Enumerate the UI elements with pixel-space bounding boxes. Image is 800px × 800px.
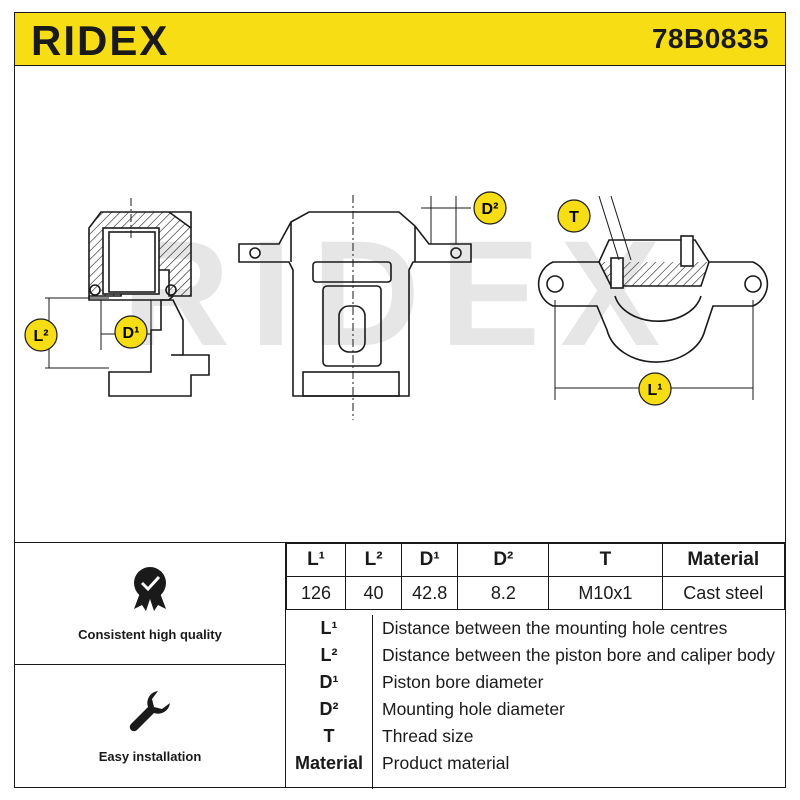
legend-key: T [323,726,335,746]
svg-text:L²: L² [33,328,48,345]
legend-desc: Mounting hole diameter [382,699,565,719]
feature-label: Easy installation [98,749,202,764]
callout-l1: L¹ [638,372,672,406]
col-d1: D¹ [401,543,459,577]
callout-t: T [557,199,591,233]
col-l2: L² [345,543,403,577]
col-d2: D² [457,543,550,577]
callout-d2: D² [473,191,507,225]
legend-key: D² [319,699,339,719]
legend-key: L² [320,645,338,665]
feature-quality: Consistent high quality [15,543,286,665]
front-view [238,195,472,420]
legend-row: L² Distance between the piston bore and … [286,642,786,668]
value-l2: 40 [345,576,403,610]
technical-drawing: RIDEX L² D¹ [14,66,786,542]
legend-desc: Distance between the mounting hole centr… [382,618,728,638]
medal-check-icon [130,565,170,616]
svg-text:D¹: D¹ [123,325,140,342]
legend-row: Material Product material [286,750,786,776]
legend-divider [372,615,373,789]
specs-table: L¹ L² D¹ D² T Material 126 40 42.8 8.2 M… [285,543,786,610]
value-l1: 126 [285,576,347,610]
info-panel: Consistent high quality Easy installatio… [14,542,786,789]
specs-value-row: 126 40 42.8 8.2 M10x1 Cast steel [285,576,786,610]
svg-text:L¹: L¹ [647,382,662,399]
side-view [537,195,769,400]
section-view [45,198,210,397]
col-l1: L¹ [285,543,347,577]
legend-row: T Thread size [286,723,786,749]
ridex-logo: RIDEX [29,17,209,66]
svg-text:T: T [569,209,579,226]
part-number: 78B0835 [651,23,769,54]
feature-label: Consistent high quality [78,627,222,642]
wrench-icon [128,689,172,738]
legend-key: Material [294,753,364,773]
brand-header: RIDEX 78B0835 [14,12,786,66]
legend-desc: Product material [382,753,510,773]
logo-text: RIDEX [31,17,169,61]
svg-text:D²: D² [482,201,499,218]
value-d2: 8.2 [457,576,550,610]
col-t: T [548,543,663,577]
callout-l2: L² [24,318,58,352]
value-d1: 42.8 [401,576,459,610]
feature-installation: Easy installation [15,665,286,787]
legend-row: D² Mounting hole diameter [286,696,786,722]
legend-key: D¹ [319,672,339,692]
legend-row: D¹ Piston bore diameter [286,669,786,695]
specs-header-row: L¹ L² D¹ D² T Material [285,543,786,577]
col-material: Material [661,543,786,577]
value-material: Cast steel [661,576,786,610]
legend-desc: Thread size [382,726,474,746]
callout-d1: D¹ [114,315,148,349]
value-t: M10x1 [548,576,663,610]
watermark-text: RIDEX [122,209,680,377]
legend-desc: Piston bore diameter [382,672,544,692]
legend-desc: Distance between the piston bore and cal… [382,645,776,665]
legend-row: L¹ Distance between the mounting hole ce… [286,615,786,641]
legend-key: L¹ [320,618,338,638]
